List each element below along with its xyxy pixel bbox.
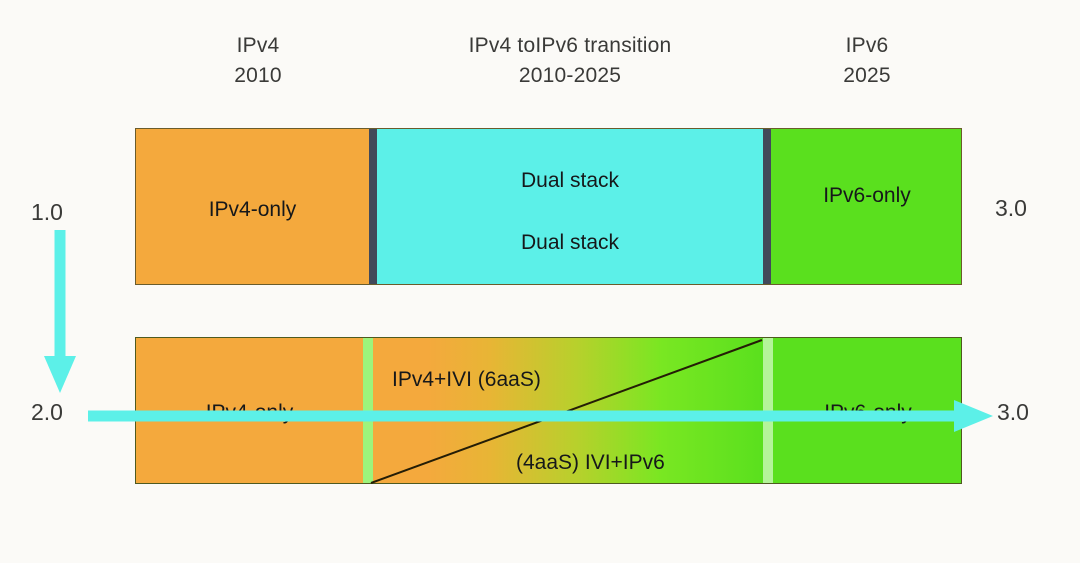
label-4aas-ivi-ipv6: (4aaS) IVI+IPv6: [516, 451, 665, 474]
column-header-ipv4-line1: IPv4: [236, 34, 280, 57]
scale-label-bottom-left: 2.0: [31, 399, 63, 425]
label-ipv4-ivi-6aas: IPv4+IVI (6aaS): [392, 368, 541, 391]
column-header-transition: IPv4 toIPv6 transition 2010-2025: [380, 31, 760, 91]
scale-label-top-right: 3.0: [995, 195, 1027, 221]
segment-divider-right-top: [763, 129, 771, 284]
bar-dual-stack: IPv4-only Dual stack Dual stack IPv6-onl…: [135, 128, 962, 285]
segment-label-ipv6-only-top: IPv6-only: [823, 184, 911, 207]
evolution-arrow-right-icon: [88, 400, 993, 432]
segment-label-dual-stack-1: Dual stack: [520, 169, 620, 192]
segment-ipv6-only-top: IPv6-only: [771, 129, 961, 284]
column-header-transition-line1: IPv4 toIPv6 transition: [468, 34, 672, 57]
column-header-ipv4: IPv4 2010: [158, 31, 358, 91]
column-header-ipv4-line2: 2010: [234, 64, 282, 87]
column-header-ipv6-line1: IPv6: [845, 34, 889, 57]
scale-label-top-left: 1.0: [31, 199, 63, 225]
evolution-arrow-down-icon: [44, 230, 76, 393]
segment-divider-left-top: [369, 129, 377, 284]
column-header-ipv6: IPv6 2025: [772, 31, 962, 91]
column-header-transition-line2: 2010-2025: [518, 64, 622, 87]
segment-label-dual-stack-2: Dual stack: [520, 231, 620, 254]
column-header-ipv6-line2: 2025: [843, 64, 891, 87]
scale-label-bottom-right: 3.0: [997, 399, 1029, 425]
segment-label-ipv4-only-top: IPv4-only: [208, 198, 297, 221]
segment-ipv4-only-top: IPv4-only: [136, 129, 369, 284]
segment-dual-stack: Dual stack Dual stack: [377, 129, 763, 284]
